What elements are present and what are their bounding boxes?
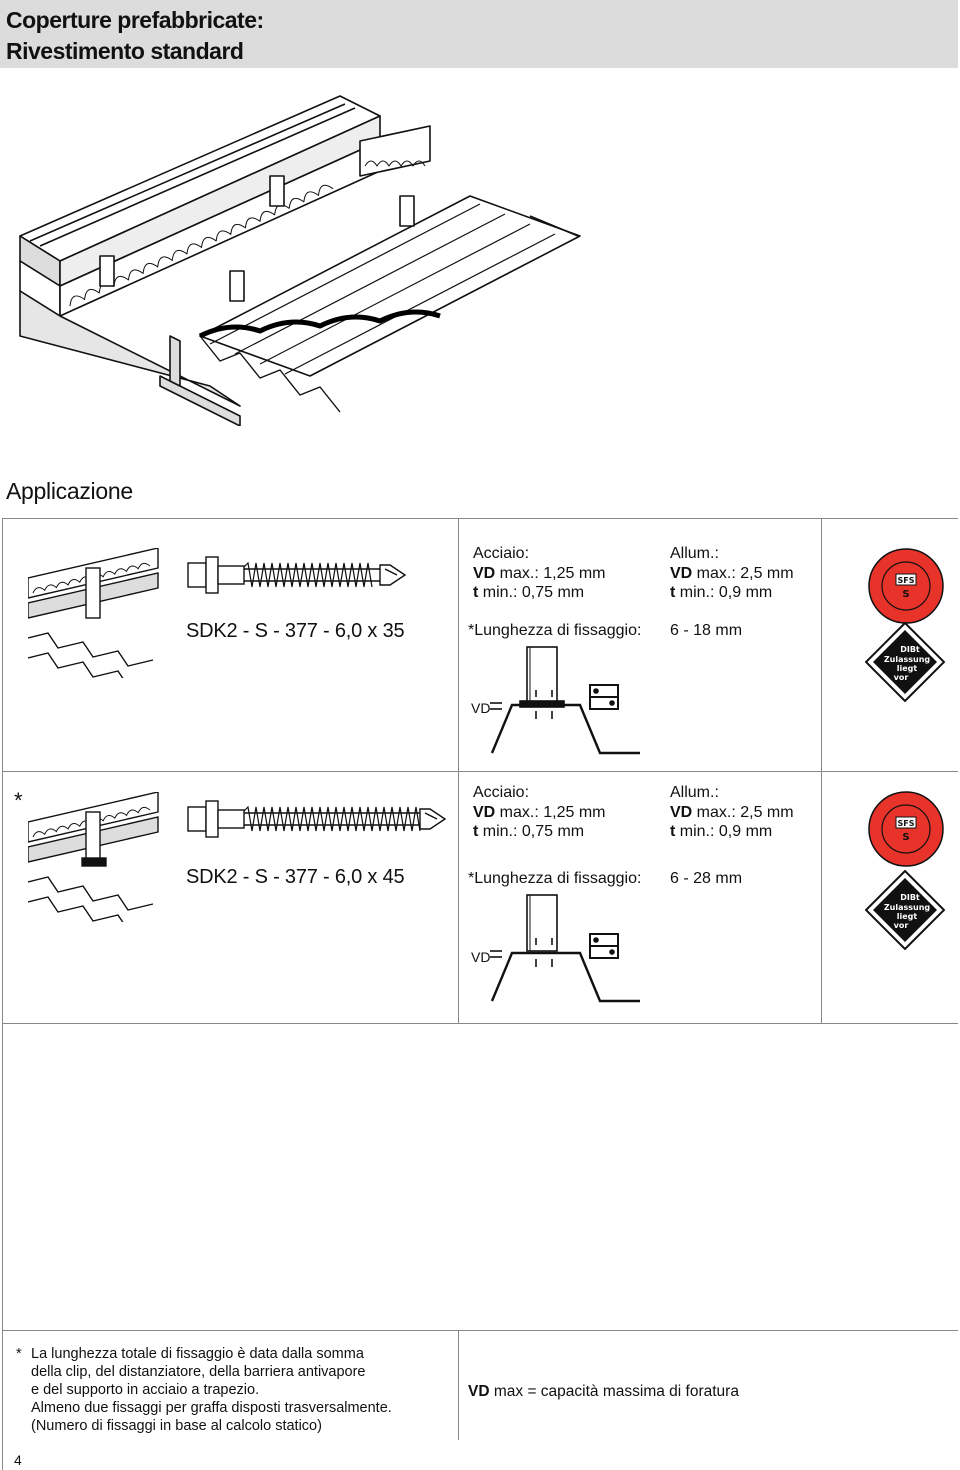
vd-definition-text: max = capacità massima di foratura bbox=[489, 1383, 739, 1400]
screw-drawing bbox=[185, 797, 450, 841]
header-title-line2: Rivestimento standard bbox=[6, 38, 244, 64]
alu-t-min: t min.: 0,9 mm bbox=[670, 823, 772, 841]
header-title-line1: Coperture prefabbricate: bbox=[6, 7, 264, 33]
alu-vd-value: max.: 2,5 mm bbox=[692, 565, 794, 582]
hole-gauge-icon bbox=[589, 933, 619, 959]
svg-text:SFS: SFS bbox=[898, 576, 915, 585]
steel-t-min: t min.: 0,75 mm bbox=[473, 823, 584, 841]
fixing-length-value: 6 - 18 mm bbox=[670, 622, 743, 639]
row-divider-1 bbox=[2, 771, 958, 772]
steel-vd-value: max.: 1,25 mm bbox=[495, 565, 606, 582]
fixing-length-label: *Lunghezza di fissaggio: bbox=[468, 870, 642, 887]
steel-vd-abbr: VD bbox=[473, 804, 496, 821]
footnote-star: * bbox=[16, 1346, 22, 1362]
fixing-length-value: 6 - 28 mm bbox=[670, 870, 743, 887]
screw-model-label: SDK2 - S - 377 - 6,0 x 35 bbox=[186, 620, 405, 642]
row-divider-3 bbox=[2, 1330, 958, 1331]
dibt-approval-badge-icon: DIBt Zulassung liegt vor bbox=[865, 870, 945, 950]
page-number: 4 bbox=[14, 1452, 22, 1468]
steel-vd-value: max.: 1,25 mm bbox=[495, 804, 606, 821]
steel-t-value: min.: 0,75 mm bbox=[478, 823, 585, 840]
sfs-quality-badge-icon: SFS S bbox=[867, 547, 945, 625]
steel-title: Acciaio: bbox=[473, 784, 530, 801]
footnote-line-3: e del supporto in acciaio a trapezio. bbox=[31, 1382, 260, 1398]
dibt-approval-badge-icon: DIBt Zulassung liegt vor bbox=[865, 622, 945, 702]
svg-text:SFS: SFS bbox=[898, 819, 915, 828]
section-title: Applicazione bbox=[6, 478, 133, 504]
alu-title: Allum.: bbox=[670, 784, 719, 801]
alu-vd-abbr: VD bbox=[670, 804, 693, 821]
fixing-section-diagram bbox=[490, 645, 640, 757]
alu-t-abbr: t bbox=[670, 823, 676, 840]
steel-vd-max: VD max.: 1,25 mm bbox=[473, 565, 605, 583]
steel-vd-abbr: VD bbox=[473, 565, 496, 582]
fixing-section-diagram bbox=[490, 893, 640, 1005]
svg-text:liegt: liegt bbox=[897, 664, 918, 673]
footnote-line-2: della clip, del distanziatore, della bar… bbox=[31, 1364, 366, 1380]
svg-text:DIBt: DIBt bbox=[900, 645, 920, 654]
svg-text:Zulassung: Zulassung bbox=[884, 655, 931, 664]
alu-t-value: min.: 0,9 mm bbox=[675, 584, 773, 601]
column-divider-2 bbox=[821, 518, 822, 1023]
svg-text:S: S bbox=[902, 832, 909, 843]
vd-diagram-label: VD bbox=[471, 700, 491, 716]
svg-text:vor: vor bbox=[894, 673, 909, 682]
alu-vd-value: max.: 2,5 mm bbox=[692, 804, 794, 821]
alu-title: Allum.: bbox=[670, 545, 719, 562]
fixing-length-label: *Lunghezza di fissaggio: bbox=[468, 622, 642, 639]
alu-t-abbr: t bbox=[670, 584, 676, 601]
steel-t-abbr: t bbox=[473, 823, 479, 840]
steel-t-min: t min.: 0,75 mm bbox=[473, 584, 584, 602]
vd-definition-abbr: VD bbox=[468, 1383, 490, 1400]
page-header: Coperture prefabbricate: Rivestimento st… bbox=[0, 0, 958, 68]
steel-title: Acciaio: bbox=[473, 545, 530, 562]
mounting-detail-illustration bbox=[28, 792, 168, 922]
vd-definition: VD max = capacità massima di foratura bbox=[468, 1383, 739, 1401]
alu-t-min: t min.: 0,9 mm bbox=[670, 584, 772, 602]
steel-t-value: min.: 0,75 mm bbox=[478, 584, 585, 601]
svg-text:S: S bbox=[902, 589, 909, 600]
alu-vd-abbr: VD bbox=[670, 565, 693, 582]
column-divider-1 bbox=[458, 518, 459, 1023]
vd-diagram-label: VD bbox=[471, 949, 491, 965]
footnote-divider bbox=[458, 1330, 459, 1440]
row-asterisk: * bbox=[14, 788, 23, 813]
screw-drawing bbox=[185, 553, 410, 597]
steel-vd-max: VD max.: 1,25 mm bbox=[473, 804, 605, 822]
alu-vd-max: VD max.: 2,5 mm bbox=[670, 804, 794, 822]
steel-t-abbr: t bbox=[473, 584, 479, 601]
svg-text:Zulassung: Zulassung bbox=[884, 903, 931, 912]
table-top-border bbox=[2, 518, 958, 519]
sfs-quality-badge-icon: SFS S bbox=[867, 790, 945, 868]
svg-text:DIBt: DIBt bbox=[900, 893, 920, 902]
svg-text:vor: vor bbox=[894, 921, 909, 930]
roof-illustration bbox=[0, 86, 960, 426]
row-divider-2 bbox=[2, 1023, 958, 1024]
footnote-line-5: (Numero di fissaggi in base al calcolo s… bbox=[31, 1418, 322, 1434]
footnote-line-4: Almeno due fissaggi per graffa disposti … bbox=[31, 1400, 392, 1416]
alu-t-value: min.: 0,9 mm bbox=[675, 823, 773, 840]
alu-vd-max: VD max.: 2,5 mm bbox=[670, 565, 794, 583]
screw-model-label: SDK2 - S - 377 - 6,0 x 45 bbox=[186, 866, 405, 888]
mounting-detail-illustration bbox=[28, 548, 168, 678]
hole-gauge-icon bbox=[589, 684, 619, 710]
footnote-line-1: La lunghezza totale di fissaggio è data … bbox=[31, 1346, 364, 1362]
table-left-border bbox=[2, 518, 3, 1470]
svg-text:liegt: liegt bbox=[897, 912, 918, 921]
